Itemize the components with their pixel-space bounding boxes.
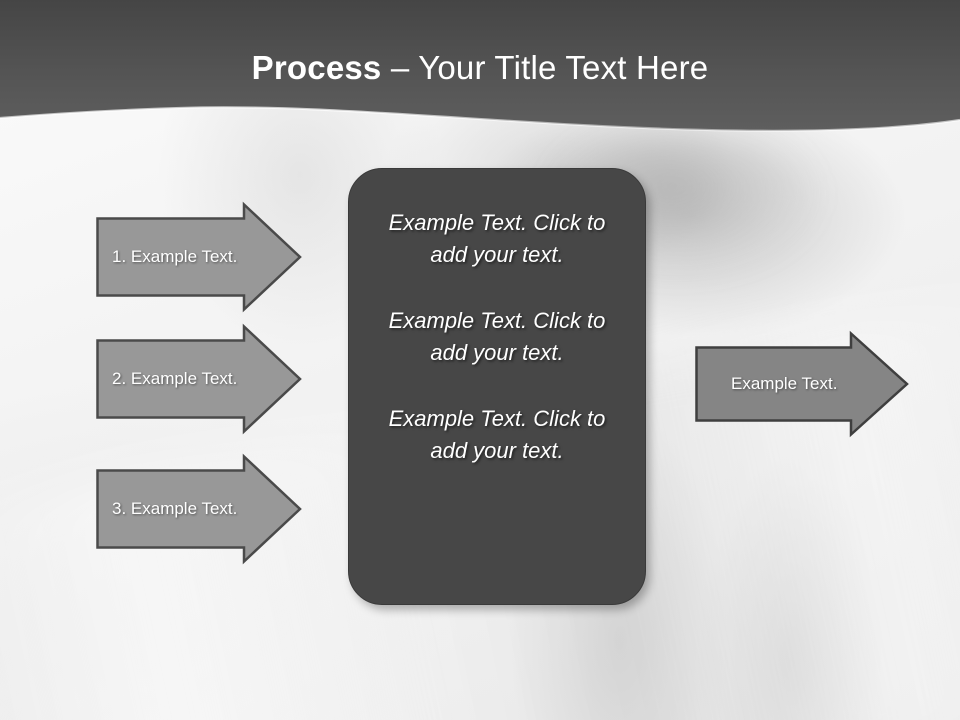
- center-content-panel[interactable]: Example Text. Click to add your text. Ex…: [348, 168, 646, 605]
- process-arrow-3[interactable]: 3. Example Text.: [96, 453, 302, 565]
- panel-text-block-2: Example Text. Click to add your text.: [388, 308, 606, 365]
- page-title-bold: Process: [251, 49, 382, 86]
- panel-text-block-3: Example Text. Click to add your text.: [388, 406, 606, 463]
- output-arrow[interactable]: Example Text.: [695, 330, 909, 438]
- header-band: Process – Your Title Text Here: [0, 0, 960, 135]
- page-title-separator: –: [381, 49, 419, 86]
- process-arrow-1[interactable]: 1. Example Text.: [96, 201, 302, 313]
- process-arrow-2[interactable]: 2. Example Text.: [96, 323, 302, 435]
- panel-text-block-1: Example Text. Click to add your text.: [388, 210, 606, 267]
- page-title: Process – Your Title Text Here: [0, 48, 960, 88]
- page-title-rest: Your Title Text Here: [418, 49, 709, 86]
